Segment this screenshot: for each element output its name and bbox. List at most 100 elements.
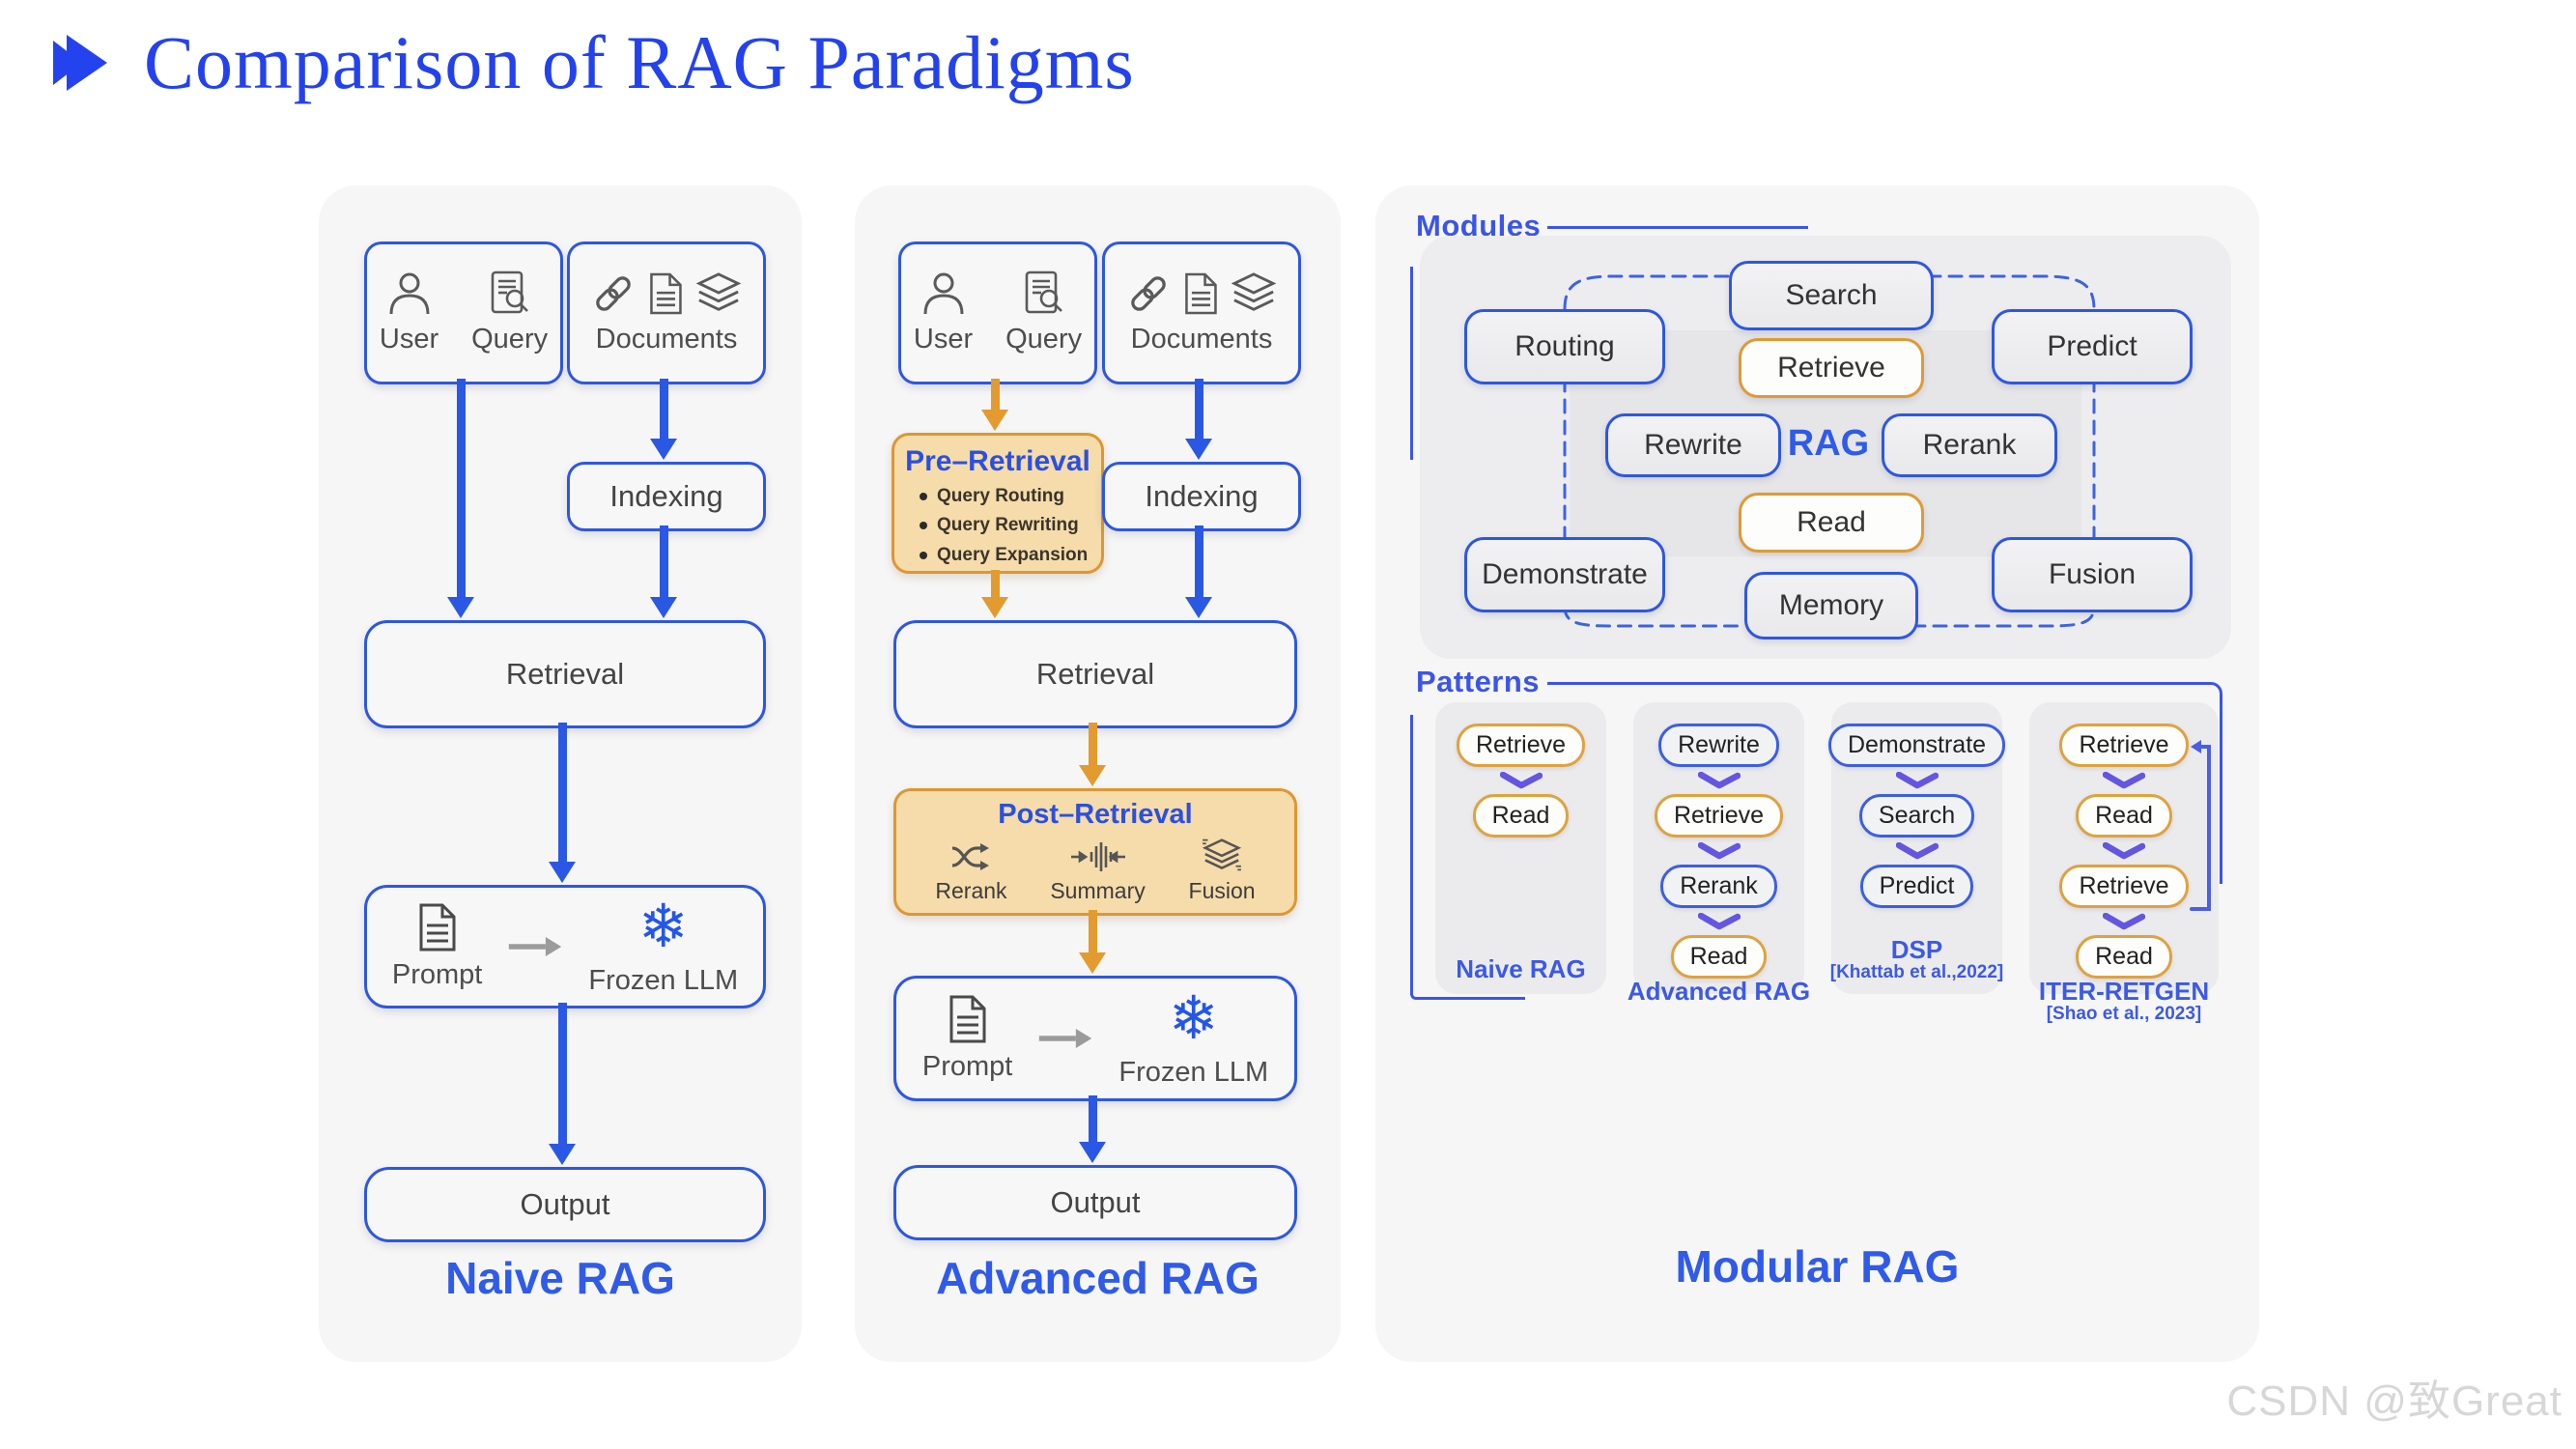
arrow-retrieval-postretrieval: [1079, 723, 1106, 786]
retrieval-box: Retrieval: [364, 620, 766, 728]
user-item: User: [380, 270, 439, 355]
snowflake-icon: ❄: [637, 893, 689, 960]
pattern-label: ITER-RETGEN[Shao et al., 2023]: [2038, 977, 2210, 1036]
advanced-rag-panel: User Query: [855, 185, 1341, 1362]
pattern-step: Read: [1472, 794, 1570, 838]
prompt-llm-box: Prompt ❄ Frozen LLM: [893, 976, 1297, 1101]
pre-retrieval-list: Query Routing Query Rewriting Query Expa…: [894, 482, 1101, 570]
pattern-step: Read: [1670, 935, 1768, 979]
query-item: Query: [1005, 270, 1082, 355]
output-label: Output: [520, 1187, 610, 1221]
rag-core-label: RAG: [1787, 423, 1870, 464]
link-icon: [1131, 275, 1166, 311]
chevron-down-icon: [2103, 772, 2145, 789]
retrieval-label: Retrieval: [505, 657, 625, 691]
retrieval-label: Retrieval: [1035, 657, 1155, 691]
person-icon: [923, 272, 963, 315]
module-read: Read: [1739, 493, 1924, 553]
arrow-prompt-output: [549, 1003, 576, 1165]
module-fusion: Fusion: [1992, 537, 2193, 612]
pre-retrieval-title: Pre–Retrieval: [905, 445, 1090, 477]
naive-rag-panel: User Query: [319, 185, 802, 1362]
summary-label: Summary: [1050, 878, 1146, 903]
shuffle-icon: [952, 843, 990, 870]
user-query-box: User Query: [898, 242, 1097, 384]
document-search-icon: [1025, 270, 1062, 314]
advanced-rag-label: Advanced RAG: [936, 1253, 1260, 1303]
modules-container: Search Routing Predict Retrieve Rewrite …: [1420, 236, 2231, 659]
query-label: Query: [471, 324, 549, 355]
documents-box: Documents: [567, 242, 766, 384]
watermark: CSDN @致Great: [2226, 1378, 2562, 1425]
fast-forward-icon: [53, 35, 107, 91]
indexing-label: Indexing: [1145, 479, 1259, 513]
document-search-icon: [491, 270, 528, 314]
rerank-item: Rerank: [935, 840, 1007, 904]
module-retrieve: Retrieve: [1739, 338, 1924, 398]
arrow-preretrieval-retrieval: [981, 570, 1008, 618]
prompt-item: Prompt: [922, 995, 1012, 1083]
documents-label: Documents: [595, 323, 738, 355]
pre-retrieval-item: Query Rewriting: [920, 511, 1101, 540]
user-item: User: [914, 270, 973, 355]
arrow-userquery-retrieval: [447, 379, 474, 618]
frozen-llm-label: Frozen LLM: [588, 964, 739, 996]
user-label: User: [379, 324, 439, 355]
file-icon: [1185, 272, 1217, 314]
module-predict: Predict: [1992, 309, 2193, 384]
pattern-step: Search: [1858, 794, 1975, 838]
pattern-step: Predict: [1859, 865, 1974, 908]
user-query-content: User Query: [914, 270, 1082, 355]
pattern-step: Retrieve: [1654, 794, 1784, 838]
prompt-llm-box: Prompt ❄ Frozen LLM: [364, 885, 766, 1009]
pre-retrieval-box: Pre–Retrieval Query Routing Query Rewrit…: [892, 433, 1104, 574]
document-icon: [949, 995, 986, 1042]
output-label: Output: [1050, 1185, 1141, 1219]
fusion-layers-icon: [1202, 838, 1242, 871]
pattern-label-sub: [Shao et al., 2023]: [2046, 1004, 2202, 1025]
chevron-down-icon: [2103, 842, 2145, 860]
chevron-down-icon: [1697, 772, 1741, 789]
snowflake-icon: ❄: [1168, 984, 1219, 1052]
arrow-documents-indexing: [1185, 379, 1212, 460]
prompt-llm-content: Prompt ❄ Frozen LLM: [392, 893, 739, 997]
post-retrieval-title: Post–Retrieval: [998, 799, 1193, 830]
page-header: Comparison of RAG Paradigms: [53, 19, 1135, 106]
pattern-label-main: DSP: [1890, 934, 1943, 964]
document-icon: [419, 903, 456, 951]
loop-arrow-icon: [2190, 740, 2211, 911]
chevron-down-icon: [2103, 913, 2145, 930]
module-routing: Routing: [1464, 309, 1665, 384]
pattern-step: Retrieve: [2059, 865, 2189, 908]
waveform-icon: [1070, 842, 1125, 871]
arrow-prompt-output: [1079, 1095, 1106, 1163]
module-search: Search: [1729, 261, 1934, 330]
documents-label: Documents: [1130, 323, 1273, 355]
prompt-label: Prompt: [921, 1050, 1013, 1082]
fusion-label: Fusion: [1188, 878, 1256, 903]
module-rewrite: Rewrite: [1605, 413, 1781, 477]
modular-rag-panel: Modules Search Routing: [1375, 185, 2259, 1362]
prompt-llm-content: Prompt ❄ Frozen LLM: [922, 984, 1268, 1089]
pattern-step: Retrieve: [1456, 724, 1586, 767]
documents-content: Documents: [1127, 271, 1276, 355]
post-retrieval-items: Rerank Summary Fusion: [896, 837, 1294, 904]
frozen-llm-item: ❄ Frozen LLM: [1118, 984, 1268, 1089]
chevron-down-icon: [1895, 772, 1939, 789]
modular-rag-label: Modular RAG: [1675, 1241, 1960, 1292]
indexing-label: Indexing: [609, 479, 723, 513]
documents-icons: [592, 271, 741, 316]
file-icon: [650, 272, 682, 314]
pattern-label-main: ITER-RETGEN: [2038, 977, 2210, 1006]
pattern-step: Rewrite: [1658, 724, 1779, 767]
module-rerank: Rerank: [1882, 413, 2057, 477]
pattern-label-sub: [Khattab et al.,2022]: [1829, 962, 2004, 983]
